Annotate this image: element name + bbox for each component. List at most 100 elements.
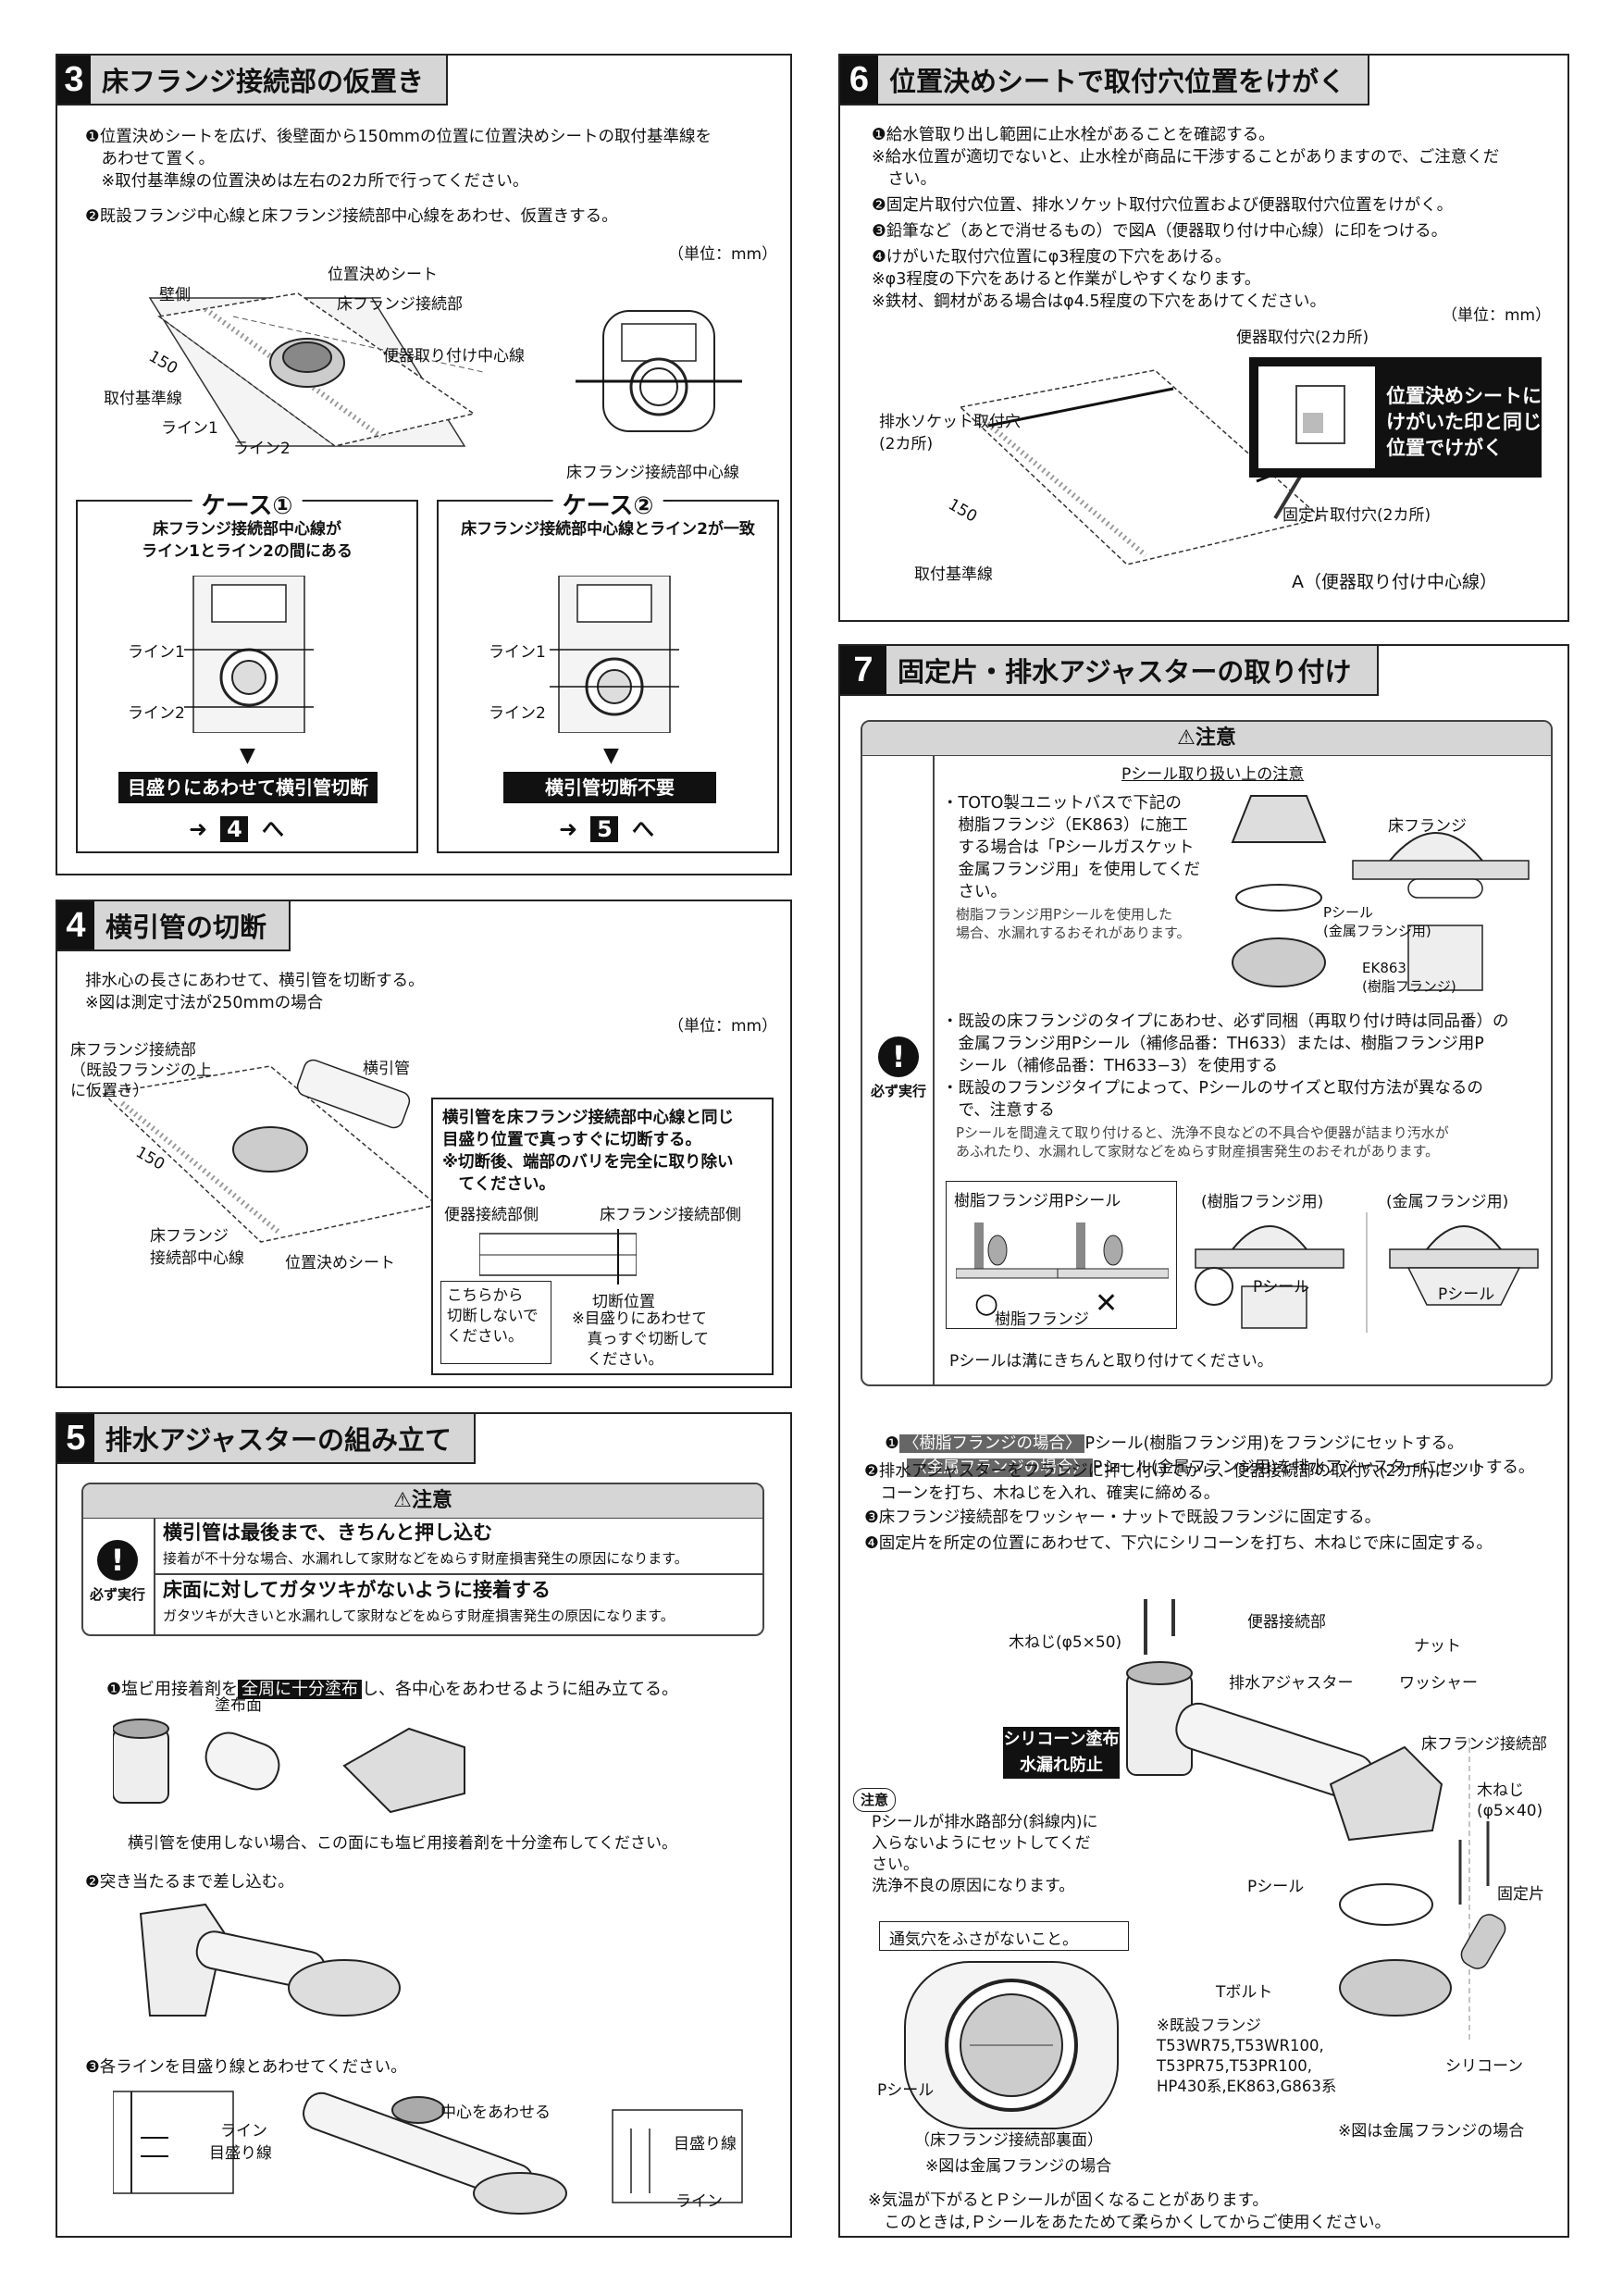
inset-hole (1295, 385, 1345, 444)
must-label: 必ず実行 (89, 1586, 145, 1603)
label-line1: ライン1 (489, 643, 546, 662)
label-existing: ※既設フランジ T53WR75,T53WR100, T53PR75,T53PR1… (1157, 2017, 1337, 2095)
step-text: ❶塩ビ用接着剤を全周に十分塗布し、各中心をあわせるように組み立てる。 (85, 1657, 678, 1723)
label-resin-flange: 樹脂フランジ (995, 1310, 1089, 1329)
caution-header: ⚠注意 (862, 722, 1551, 756)
step-text: ❸床フランジ接続部をワッシャー・ナットで既設フランジに固定する。 (864, 1508, 1381, 1527)
label-scale-line: 目盛り線 (209, 2144, 272, 2163)
assembly-diagram-2 (139, 1903, 401, 2017)
step-text: ❶給水管取り出し範囲に止水栓があることを確認する。 ※給水位置が適切でないと、止… (872, 126, 1500, 189)
installation-diagram (1126, 1599, 1506, 2043)
label-resin-use: (樹脂フランジ用) (1201, 1193, 1324, 1211)
assembly-diagram-1 (113, 1719, 465, 1814)
step-text: ❷固定片取付穴位置、排水ソケット取付穴位置および便器取付穴位置をけがく。 (872, 196, 1454, 215)
section-number: 4 (57, 901, 94, 949)
section-header: 3 床フランジ接続部の仮置き (57, 56, 448, 105)
label-pseal: Pシール (1253, 1278, 1310, 1297)
step-text: ❷突き当たるまで差し込む。 (85, 1873, 294, 1892)
groove-note: Pシールは溝にきちんと取り付けてください。 (949, 1352, 1273, 1371)
label-fix-hole: 固定片取付穴(2カ所) (1282, 506, 1431, 525)
pseal-compare-box: 樹脂フランジ用Pシール ○ ✕ 樹脂フランジ (946, 1181, 1177, 1329)
caution-text: 接着が不十分な場合、水漏れして家財などをぬらす財産損害発生の原因になります。 (163, 1550, 688, 1567)
caution-title: 横引管は最後まで、きちんと押し込む (163, 1521, 493, 1544)
label-back: （床フランジ接続部裏面） (914, 2131, 1103, 2150)
step-text: ❹けがいた取付穴位置にφ3程度の下穴をあける。 ※φ3程度の下穴をあけると作業が… (872, 248, 1327, 311)
label-conn-center: 床フランジ接続部中心線 (566, 464, 739, 482)
label-wall: 壁側 (159, 286, 191, 304)
case1-result: 目盛りにあわせて横引管切断 (118, 772, 378, 803)
case-subtitle: 床フランジ接続部中心線が ライン1とライン2の間にある (142, 520, 353, 561)
label-a-center: A（便器取り付け中心線） (1292, 572, 1497, 592)
inset-mark (1303, 413, 1323, 433)
label-scale-line: 目盛り線 (674, 2135, 737, 2153)
label-floor-conn: 床フランジ接続部 (1421, 1735, 1547, 1754)
down-arrow-icon: ▼ (603, 744, 619, 767)
step-text: 〈金属フランジの場合〉Pシール(金属フランジ用)を排水アジャスターにセットする。 (886, 1434, 1534, 1501)
scale-diagram (479, 1229, 637, 1285)
caution-box: ⚠注意 ! 必ず実行 横引管は最後まで、きちんと押し込む 接着が不十分な場合、水… (81, 1483, 764, 1636)
section-title: 固定片・排水アジャスターの取り付け (898, 656, 1352, 688)
step-text: ❷排水アジャスターをフランジに押し付けてから、便器接続部の取付穴(2カ所)にシリ… (864, 1462, 1483, 1503)
label-sheet: 位置決めシート (328, 266, 438, 284)
goto-step4[interactable]: ➜ 4 へ (189, 811, 284, 843)
unit-label: （単位：mm） (668, 1017, 778, 1036)
label-pseal: Pシール (1438, 1285, 1495, 1304)
case1-diagram (184, 576, 314, 733)
bullet-text: ・既設の床フランジのタイプにあわせ、必ず同梱（再取り付け時は同品番）の 金属フラ… (942, 1012, 1509, 1120)
case-1: ケース① 床フランジ接続部中心線が ライン1とライン2の間にある ライン1 ライ… (76, 487, 418, 853)
divider (155, 1573, 762, 1575)
label-ek863: EK863 (樹脂フランジ) (1362, 960, 1456, 995)
exclamation-icon: ! (878, 1036, 919, 1077)
pipe-cut-diagram (102, 1059, 439, 1243)
mark-text: 位置決めシートに けがいた印と同じ 位置でけがく (1386, 383, 1542, 461)
label-pipe: 横引管 (363, 1060, 410, 1078)
label-floor-flange: 床フランジ (1388, 817, 1467, 836)
section-6: 6 位置決めシートで取付穴位置をけがく ❶給水管取り出し範囲に止水栓があることを… (838, 54, 1569, 622)
divider (154, 1518, 155, 1634)
pseal-compare-diagram (956, 1222, 1169, 1279)
caution-text: ガタツキが大きいと水漏れして家財などをぬらす財産損害発生の原因になります。 (163, 1607, 675, 1624)
label-socket-hole: 排水ソケット取付穴 (2カ所) (879, 413, 1021, 453)
label-line1: ライン1 (128, 643, 185, 662)
sheet-placement-diagram (148, 292, 484, 447)
section-title: 床フランジ接続部の仮置き (101, 66, 424, 97)
label-floor-conn: 床フランジ接続部 (337, 295, 463, 314)
step-text: ❹固定片を所定の位置にあわせて、下穴にシリコーンを打ち、木ねじで床に固定する。 (864, 1534, 1493, 1553)
right-arrow-icon: ➜ (189, 816, 208, 842)
no-cut-box: こちらから 切断しないで ください。 (440, 1281, 551, 1364)
label-coat: 塗布面 (215, 1696, 262, 1715)
label-screw: 木ねじ(φ5×50) (1009, 1633, 1122, 1652)
caution-header: ⚠注意 (83, 1484, 762, 1519)
down-arrow-icon: ▼ (240, 744, 255, 767)
label-line: ライン (220, 2122, 267, 2141)
label-screw2: 木ねじ (φ5×40) (1477, 1781, 1543, 1820)
label-pseal-metal: Pシール (金属フランジ用) (1323, 904, 1431, 939)
metal-note: ※図は金属フランジの場合 (925, 2157, 1112, 2176)
section-7: 7 固定片・排水アジャスターの取り付け ⚠注意 ! 必ず実行 Pシール取り扱い上… (838, 644, 1569, 2238)
exclamation-icon: ! (97, 1540, 138, 1581)
label-adjuster: 排水アジャスター (1229, 1674, 1354, 1693)
footer-note: ※気温が下がるとＰシールが固くなることがあります。 このときは,Ｐシールをあたた… (868, 2191, 1392, 2232)
unit-label: （単位：mm） (1442, 306, 1552, 325)
section-4: 4 横引管の切断 排水心の長さにあわせて、横引管を切断する。 ※図は測定寸法が2… (56, 900, 792, 1388)
step-text: ❸各ラインを目盛り線とあわせてください。 (85, 2058, 407, 2077)
label-floor-side: 床フランジ接続部側 (600, 1206, 741, 1224)
vent-box: 通気穴をふさがないこと。 (879, 1921, 1129, 1951)
label-floor-conn: 床フランジ接続部 （既設フランジの上 に仮置き） (70, 1041, 212, 1100)
section-number: 5 (57, 1414, 94, 1462)
goto-step5[interactable]: ➜ 5 へ (559, 811, 654, 843)
section-number: 7 (840, 646, 886, 694)
silicone-box-text: シリコーン塗布 水漏れ防止 (1003, 1727, 1120, 1779)
label-line2: ライン2 (233, 440, 291, 458)
label-nut: ナット (1414, 1637, 1461, 1656)
pseal-caution: ⚠注意 ! 必ず実行 Pシール取り扱い上の注意 ・TOTO製ユニットバスで下記の… (861, 720, 1553, 1386)
no-cut-text: こちらから 切断しないで ください。 (447, 1286, 539, 1345)
inset-image (1258, 366, 1375, 468)
label-sheet: 位置決めシート (285, 1254, 395, 1272)
pseal-subtitle: Pシール取り扱い上の注意 (1121, 765, 1305, 784)
label-toilet-conn: 便器接続部 (1247, 1613, 1326, 1632)
section-header: 6 位置決めシートで取付穴位置をけがく (840, 56, 1369, 105)
caution-title: 床面に対してガタツキがないように接着する (163, 1579, 551, 1601)
step-text: 排水心の長さにあわせて、横引管を切断する。 ※図は測定寸法が250mmの場合 (85, 972, 425, 1012)
step1-metal: Pシール(金属フランジ用)を排水アジャスターにセットする。 (1092, 1458, 1535, 1477)
